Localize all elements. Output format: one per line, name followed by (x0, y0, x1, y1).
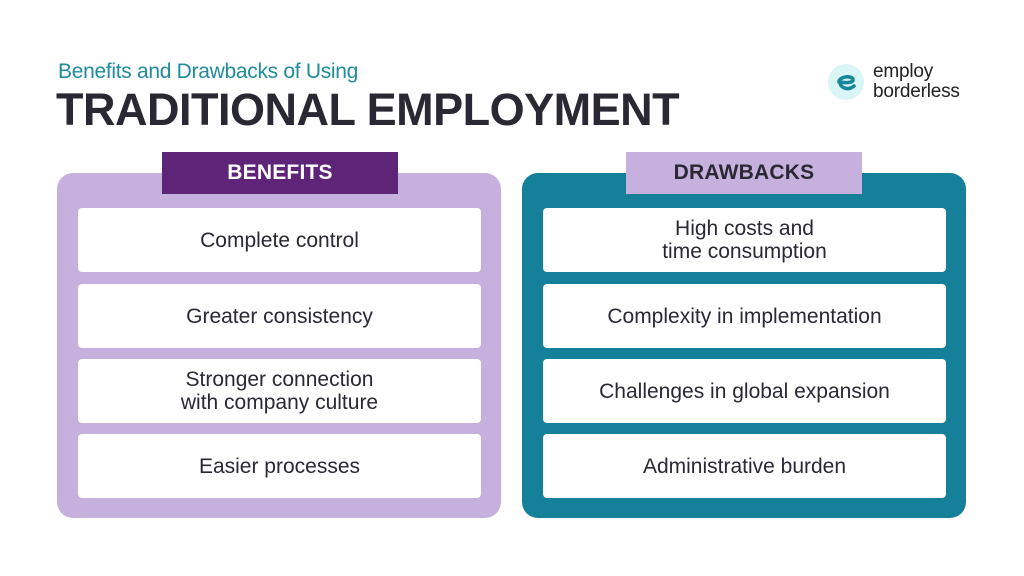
drawback-card: Administrative burden (543, 434, 946, 498)
e-letter-icon (828, 64, 864, 100)
benefits-header: BENEFITS (162, 152, 398, 194)
benefit-card: Stronger connection with company culture (78, 359, 481, 423)
benefit-card: Easier processes (78, 434, 481, 498)
drawbacks-header: DRAWBACKS (626, 152, 862, 194)
benefit-card: Greater consistency (78, 284, 481, 348)
subtitle: Benefits and Drawbacks of Using (58, 60, 359, 83)
logo-line-2: borderless (873, 81, 960, 102)
brand-logo: employ borderless (828, 62, 960, 102)
logo-wordmark: employ borderless (873, 62, 960, 102)
page-title: TRADITIONAL EMPLOYMENT (56, 84, 680, 135)
logo-line-1: employ (873, 61, 934, 82)
benefit-card: Complete control (78, 208, 481, 272)
drawback-card: Challenges in global expansion (543, 359, 946, 423)
drawback-card: Complexity in implementation (543, 284, 946, 348)
drawback-card: High costs and time consumption (543, 208, 946, 272)
